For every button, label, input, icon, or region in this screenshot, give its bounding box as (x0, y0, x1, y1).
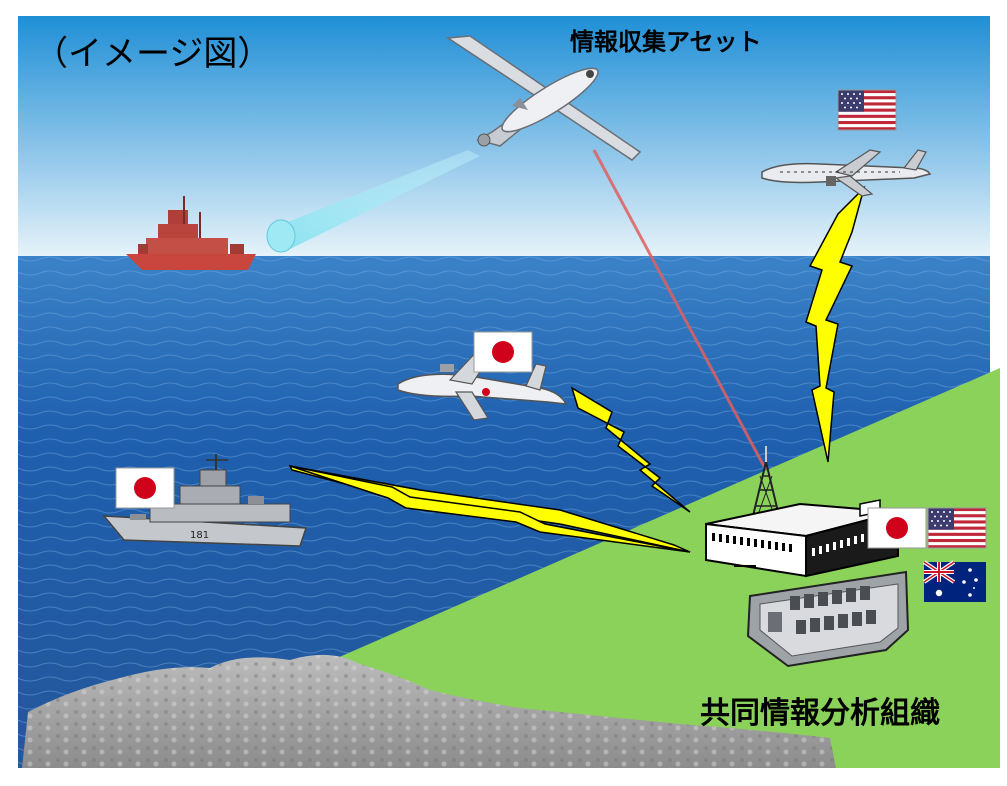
rocky-coast-texture (22, 654, 836, 768)
us-aircraft-icon (761, 149, 932, 197)
laser-link (592, 149, 768, 471)
japan-ship-icon: 181 (102, 454, 308, 547)
japan-flag-icon (473, 331, 533, 373)
image-caption: （イメージ図） (34, 34, 272, 74)
sensor-beam (268, 150, 480, 250)
us-drone-icon (445, 35, 642, 161)
lightning-bolt-ship-main (289, 465, 691, 553)
collection-assets-label: 情報収集アセット (570, 28, 762, 56)
red-ship-icon (126, 196, 256, 270)
us-flag-icon (927, 507, 987, 549)
joint-analysis-org-label: 共同情報分析組織 (700, 696, 940, 731)
sensor-beam-end (266, 219, 296, 253)
japan-flag-icon (867, 507, 927, 549)
lightning-bolt-us-aircraft (805, 185, 866, 463)
australia-flag-icon (922, 560, 986, 602)
us-flag-icon (837, 89, 897, 131)
svg-text:181: 181 (190, 530, 209, 541)
lightning-bolt-patrol-aircraft (570, 386, 691, 513)
land (305, 368, 1000, 768)
japan-flag-icon (115, 467, 175, 509)
server-room-icon (746, 570, 910, 668)
